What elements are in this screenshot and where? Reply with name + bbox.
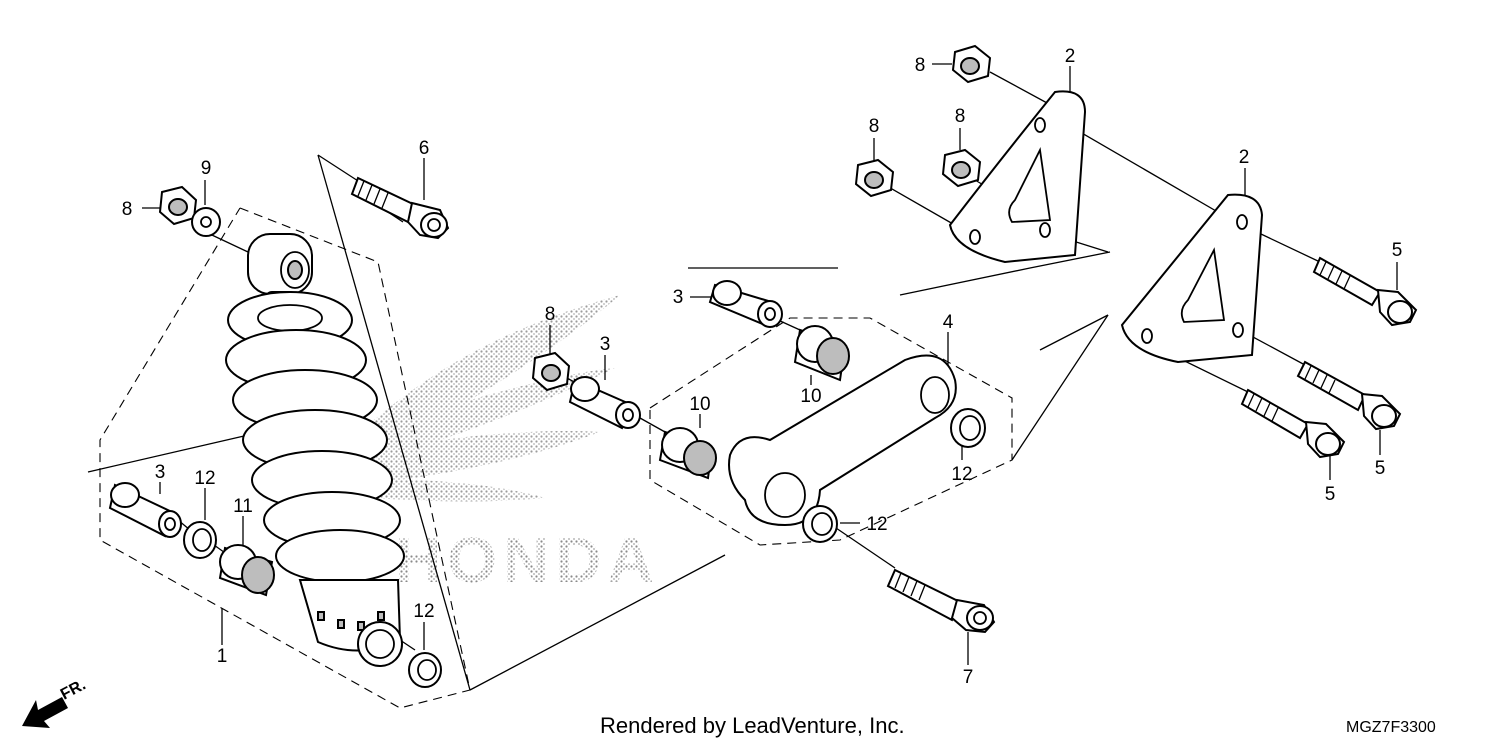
washer	[191, 207, 221, 237]
render-credit: Rendered by LeadVenture, Inc.	[600, 713, 905, 738]
collar-lower	[108, 482, 182, 538]
collar-upper	[708, 280, 783, 328]
callout-5-upper: 5	[1392, 240, 1403, 261]
callout-8-left-bracket: 8	[869, 116, 880, 137]
callout-2-upper: 2	[1065, 46, 1076, 67]
flange-bolt-middle	[1296, 360, 1402, 431]
nut-upper-right	[951, 44, 992, 84]
callout-3-lower: 3	[155, 462, 166, 483]
nut-left-bracket	[854, 158, 895, 198]
collar-middle	[568, 376, 641, 430]
callout-8-top: 8	[915, 55, 926, 76]
callout-12-link-right: 12	[951, 464, 972, 485]
honda-wing-watermark	[330, 295, 620, 502]
callout-5-lower: 5	[1325, 484, 1336, 505]
dust-seal-2	[408, 652, 442, 688]
socket-bolt-lower	[886, 568, 996, 634]
flange-bolt-upper	[1312, 256, 1418, 327]
callout-4: 4	[943, 312, 954, 333]
rear-shock-absorber	[225, 233, 405, 667]
diagram-code: MGZ7F3300	[1346, 719, 1436, 736]
callout-12-link-bottom: 12	[866, 514, 887, 535]
bracket-lower	[1120, 193, 1264, 364]
callout-8-shock: 8	[122, 199, 133, 220]
front-arrow-icon	[22, 697, 68, 728]
flange-bolt-lower	[1240, 388, 1346, 459]
honda-watermark-text: HONDA	[395, 524, 660, 596]
group-outlines	[87, 154, 1111, 709]
callout-7: 7	[963, 667, 974, 688]
needle-bearing-lower	[658, 427, 717, 480]
callout-6: 6	[419, 138, 430, 159]
front-direction-indicator: FR.	[22, 676, 89, 728]
callout-12-shock-side: 12	[194, 468, 215, 489]
callout-9: 9	[201, 158, 212, 179]
cushion-connecting-rod	[728, 354, 957, 527]
dust-seal-1	[183, 521, 217, 559]
callout-10-lower: 10	[689, 394, 710, 415]
callout-5-middle: 5	[1375, 458, 1386, 479]
callout-12-shock-bottom: 12	[413, 601, 434, 622]
callout-8-link: 8	[545, 304, 556, 325]
callout-numbers: 1 2 2 3 3 3 4 5 5 5 6 7 8 8 8 8 8 9 10 1…	[122, 46, 1403, 688]
dust-seal-3	[950, 408, 986, 448]
callout-3-middle: 3	[600, 334, 611, 355]
nut-shock-top	[158, 185, 198, 226]
socket-bolt-upper	[350, 176, 450, 240]
nut-mid-right	[941, 148, 982, 188]
callout-2-lower: 2	[1239, 147, 1250, 168]
callout-8-mid: 8	[955, 106, 966, 127]
callout-3-upper: 3	[673, 287, 684, 308]
callout-10-upper: 10	[800, 386, 821, 407]
bracket-upper	[948, 90, 1087, 264]
dust-seal-4	[802, 505, 838, 543]
needle-bearing-upper	[793, 325, 850, 382]
callout-1: 1	[217, 646, 228, 667]
needle-bearing-shock	[218, 544, 275, 597]
callout-11: 11	[233, 496, 253, 517]
nut-link	[531, 351, 571, 392]
